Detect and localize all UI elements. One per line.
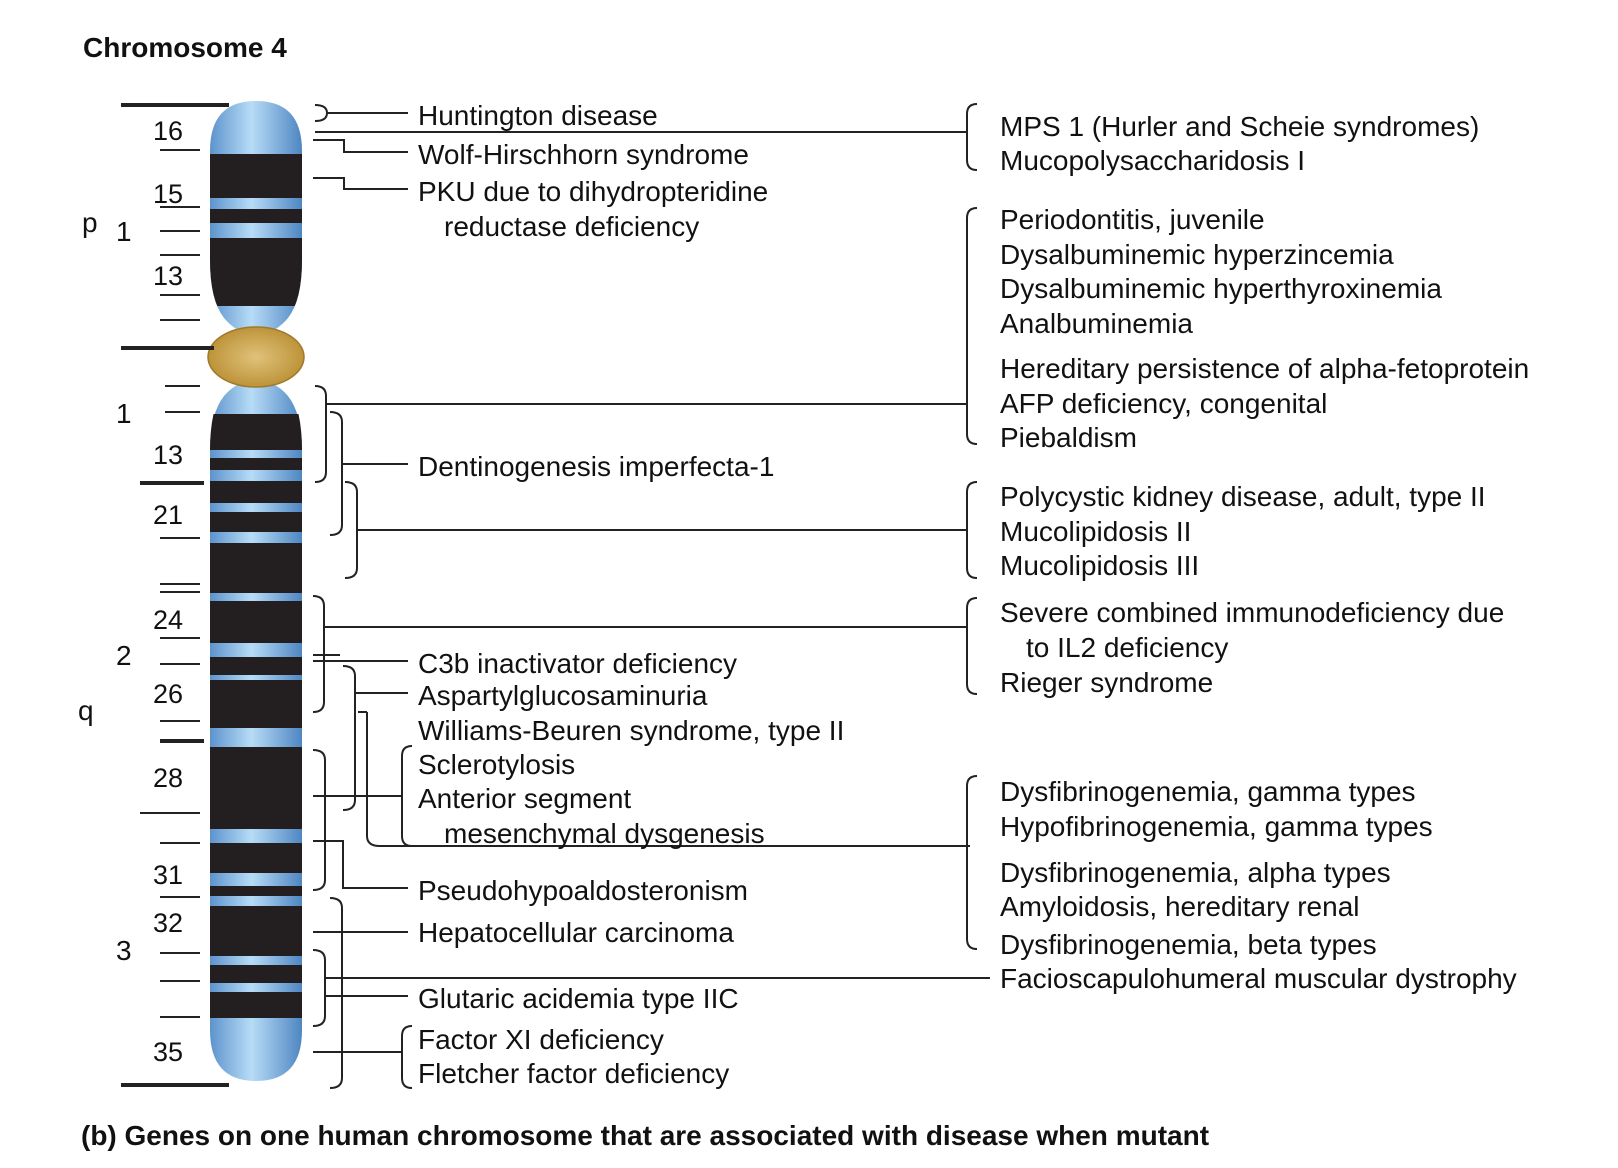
band-dark (210, 906, 302, 956)
band-label-q21: 21 (153, 500, 183, 530)
left-disease-labels: Huntington disease Wolf-Hirschhorn syndr… (418, 100, 844, 1089)
label-dys-hyperthyroxinemia: Dysalbuminemic hyperthyroxinemia (1000, 273, 1442, 304)
label-hepatocellular: Hepatocellular carcinoma (418, 917, 734, 948)
band-dark (210, 680, 302, 728)
label-analbuminemia: Analbuminemia (1000, 308, 1193, 339)
band-dark (210, 481, 302, 503)
label-dysfib-beta: Dysfibrinogenemia, beta types (1000, 929, 1377, 960)
region-label-q2: 2 (116, 640, 132, 671)
label-williams: Williams-Beuren syndrome, type II (418, 715, 844, 746)
centromere (207, 326, 305, 388)
band-dark (210, 458, 302, 470)
band-dark (210, 747, 302, 829)
right-disease-labels: MPS 1 (Hurler and Scheie syndromes) Muco… (1000, 111, 1529, 994)
label-glutaric: Glutaric acidemia type IIC (418, 983, 739, 1014)
band-label-q28: 28 (153, 763, 183, 793)
label-fletcher: Fletcher factor deficiency (418, 1058, 729, 1089)
label-huntington: Huntington disease (418, 100, 658, 131)
band-label-p13: 13 (153, 261, 183, 291)
band-dark (210, 992, 302, 1018)
band-dark (210, 601, 302, 643)
label-pku-line1: PKU due to dihydropteridine (418, 176, 768, 207)
arm-label-q: q (78, 695, 94, 726)
band-label-q32: 32 (153, 908, 183, 938)
label-anterior-line1: Anterior segment (418, 783, 631, 814)
label-wolf-hirschhorn: Wolf-Hirschhorn syndrome (418, 139, 749, 170)
band-label-q31: 31 (153, 860, 183, 890)
label-anterior-line2: mesenchymal dysgenesis (444, 818, 765, 849)
label-afp-deficiency: AFP deficiency, congenital (1000, 388, 1327, 419)
label-hereditary-afp: Hereditary persistence of alpha-fetoprot… (1000, 353, 1529, 384)
label-dys-hyperzincemia: Dysalbuminemic hyperzincemia (1000, 239, 1394, 270)
band-scale (121, 103, 229, 1087)
label-c3b: C3b inactivator deficiency (418, 648, 737, 679)
band-dark (210, 512, 302, 532)
band-dark (210, 414, 302, 450)
band-dark (210, 238, 302, 306)
band-label-q35: 35 (153, 1037, 183, 1067)
label-mucolipidosis-iii: Mucolipidosis III (1000, 550, 1199, 581)
label-mps1: MPS 1 (Hurler and Scheie syndromes) (1000, 111, 1479, 142)
label-fshd: Facioscapulohumeral muscular dystrophy (1000, 963, 1517, 994)
band-label-q26: 26 (153, 679, 183, 709)
label-periodontitis: Periodontitis, juvenile (1000, 204, 1265, 235)
label-factor-xi: Factor XI deficiency (418, 1024, 664, 1055)
chromosome (207, 101, 305, 1081)
band-label-q24: 24 (153, 605, 183, 635)
band-label-p16: 16 (153, 116, 183, 146)
label-piebaldism: Piebaldism (1000, 422, 1137, 453)
label-polycystic: Polycystic kidney disease, adult, type I… (1000, 481, 1486, 512)
region-label-q1: 1 (116, 398, 132, 429)
band-dark (210, 154, 302, 198)
label-mucopolysaccharidosis: Mucopolysaccharidosis I (1000, 145, 1305, 176)
region-label-q3: 3 (116, 935, 132, 966)
label-rieger: Rieger syndrome (1000, 667, 1213, 698)
band-dark (210, 965, 302, 983)
diagram-title: Chromosome 4 (83, 32, 287, 63)
band-dark (210, 209, 302, 223)
figure-caption: (b) Genes on one human chromosome that a… (81, 1120, 1209, 1151)
label-hypofib-gamma: Hypofibrinogenemia, gamma types (1000, 811, 1433, 842)
label-dentinogenesis: Dentinogenesis imperfecta-1 (418, 451, 774, 482)
region-label-p1: 1 (116, 216, 132, 247)
label-scid-line1: Severe combined immunodeficiency due (1000, 597, 1504, 628)
label-amyloidosis: Amyloidosis, hereditary renal (1000, 891, 1360, 922)
label-scid-line2: to IL2 deficiency (1026, 632, 1228, 663)
connector-lines (312, 103, 990, 1089)
label-aspartyl: Aspartylglucosaminuria (418, 680, 708, 711)
band-label-q13: 13 (153, 440, 183, 470)
band-dark (210, 886, 302, 896)
label-mucolipidosis-ii: Mucolipidosis II (1000, 516, 1191, 547)
label-sclerotylosis: Sclerotylosis (418, 749, 575, 780)
arm-label-p: p (82, 207, 98, 238)
label-pku-line2: reductase deficiency (444, 211, 699, 242)
band-dark (210, 843, 302, 873)
band-dark (210, 543, 302, 593)
label-dysfib-gamma: Dysfibrinogenemia, gamma types (1000, 776, 1416, 807)
band-label-p15: 15 (153, 179, 183, 209)
band-dark (210, 657, 302, 675)
label-pseudohypo: Pseudohypoaldosteronism (418, 875, 748, 906)
label-dysfib-alpha: Dysfibrinogenemia, alpha types (1000, 857, 1391, 888)
